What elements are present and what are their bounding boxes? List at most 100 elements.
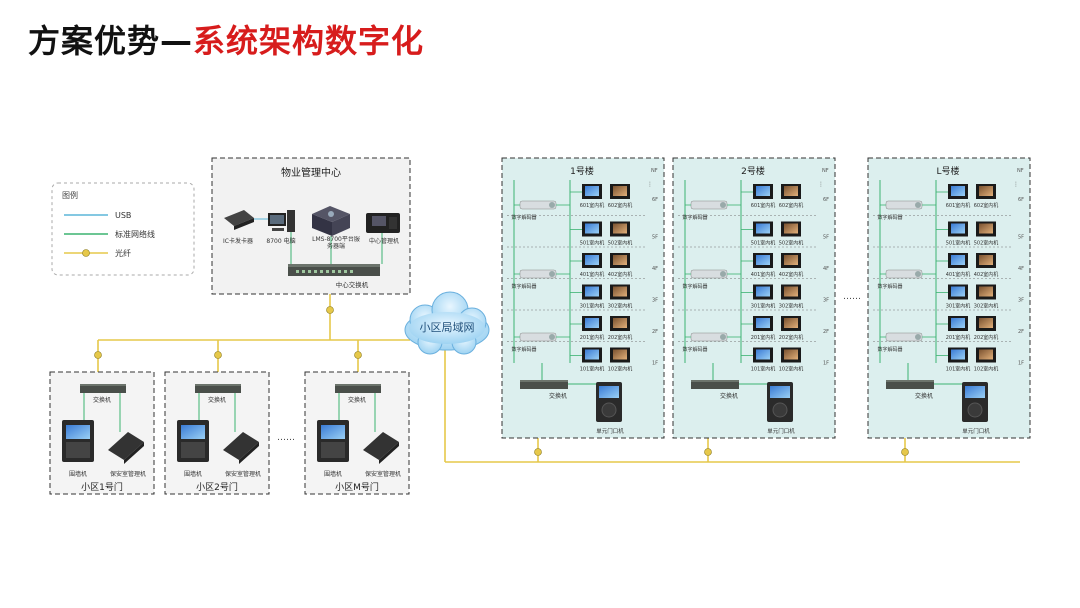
server-label: LMS-8700平台服务器端 [312, 236, 360, 250]
guard-console-icon [363, 432, 399, 464]
indoor-unit-icon [976, 184, 996, 199]
decoder-label: 数字解码器 [877, 346, 902, 353]
decoder-icon [885, 269, 923, 279]
floor-level-label: 6F [823, 197, 829, 203]
decoder-label: 数字解码器 [877, 214, 902, 221]
indoor-unit-icon [582, 347, 602, 363]
room-label: 201室内机 [751, 334, 776, 341]
door-station-label: 单元门口机 [767, 427, 795, 435]
decoder-icon [885, 332, 923, 342]
fiber-connector-icon [326, 306, 334, 314]
indoor-unit-icon [781, 284, 801, 300]
door-station-icon [767, 382, 793, 422]
computer-icon [268, 210, 295, 232]
room-label: 501室内机 [580, 240, 605, 247]
floor-level-label: 6F [1018, 197, 1024, 203]
indoor-unit-icon [753, 253, 773, 268]
floor-level-label: 2F [652, 329, 658, 335]
room-label: 302室内机 [608, 303, 633, 310]
indoor-unit-icon [610, 221, 630, 237]
indoor-unit-icon [948, 347, 968, 363]
room-label: 602室内机 [779, 202, 804, 209]
gate-switch-label: 交换机 [208, 396, 226, 404]
switch-icon [80, 384, 126, 393]
room-label: 301室内机 [580, 303, 605, 310]
room-label: 402室内机 [974, 271, 999, 278]
door-station-label: 单元门口机 [962, 427, 990, 435]
room-label: 501室内机 [751, 240, 776, 247]
management-center: 物业管理中心 [211, 157, 411, 295]
indoor-unit-icon [781, 347, 801, 363]
center-manager-icon [366, 213, 400, 233]
floor-gap-dots: ⋮ [818, 181, 824, 188]
indoor-unit-icon [976, 221, 996, 237]
title-prefix: 方案优势— [28, 22, 194, 60]
fiber-connector-icon [82, 249, 90, 257]
room-label: 201室内机 [946, 334, 971, 341]
wall-unit-label: 围墙机 [69, 470, 87, 478]
room-label: 602室内机 [608, 202, 633, 209]
indoor-unit-icon [976, 253, 996, 268]
device-label: IC卡发卡器 [223, 237, 253, 245]
room-label: 102室内机 [608, 366, 633, 373]
door-station-icon [596, 382, 622, 422]
decoder-label: 数字解码器 [682, 214, 707, 221]
lan-cloud-icon: 小区局域网 [404, 291, 490, 355]
fiber-connector-icon [704, 448, 712, 456]
switch-icon [335, 384, 381, 393]
indoor-unit-icon [753, 316, 773, 331]
building-ellipsis: …… [843, 292, 861, 302]
indoor-unit-icon [781, 316, 801, 331]
decoder-label: 数字解码器 [511, 214, 536, 221]
indoor-unit-icon [948, 316, 968, 331]
legend-item-usb: USB [64, 211, 131, 220]
wall-unit-icon [317, 420, 349, 462]
fiber-connector-icon [534, 448, 542, 456]
wall-unit-icon [177, 420, 209, 462]
indoor-unit-icon [610, 347, 630, 363]
card-reader-icon [224, 210, 254, 230]
indoor-unit-icon [582, 184, 602, 199]
switch-icon [691, 380, 739, 389]
page-title: 方案优势—系统架构数字化 [28, 16, 424, 62]
room-label: 302室内机 [779, 303, 804, 310]
decoder-icon [690, 269, 728, 279]
room-label: 101室内机 [751, 366, 776, 373]
floor-level-label: 3F [823, 298, 829, 304]
server-icon [312, 206, 350, 236]
title-highlight: 系统架构数字化 [193, 22, 425, 60]
guard-console-label: 保安室管理机 [225, 470, 261, 478]
room-label: 601室内机 [751, 202, 776, 209]
gate-name: 小区1号门 [81, 481, 123, 493]
indoor-unit-icon [948, 184, 968, 199]
floor-level-label: 2F [1018, 329, 1024, 335]
gate-switch-label: 交换机 [348, 396, 366, 404]
fiber-connector-icon [901, 448, 909, 456]
room-label: 401室内机 [580, 271, 605, 278]
indoor-unit-icon [781, 221, 801, 237]
decoder-icon [519, 200, 557, 210]
floor-level-label: 5F [652, 235, 658, 241]
room-label: 302室内机 [974, 303, 999, 310]
floor-level-label: 1F [652, 361, 658, 367]
indoor-unit-icon [582, 284, 602, 300]
building-name: 1号楼 [570, 165, 594, 177]
floor-level-label: 1F [1018, 361, 1024, 367]
gate-switch-label: 交换机 [93, 396, 111, 404]
decoder-label: 数字解码器 [682, 283, 707, 290]
indoor-unit-icon [948, 221, 968, 237]
room-label: 402室内机 [779, 271, 804, 278]
